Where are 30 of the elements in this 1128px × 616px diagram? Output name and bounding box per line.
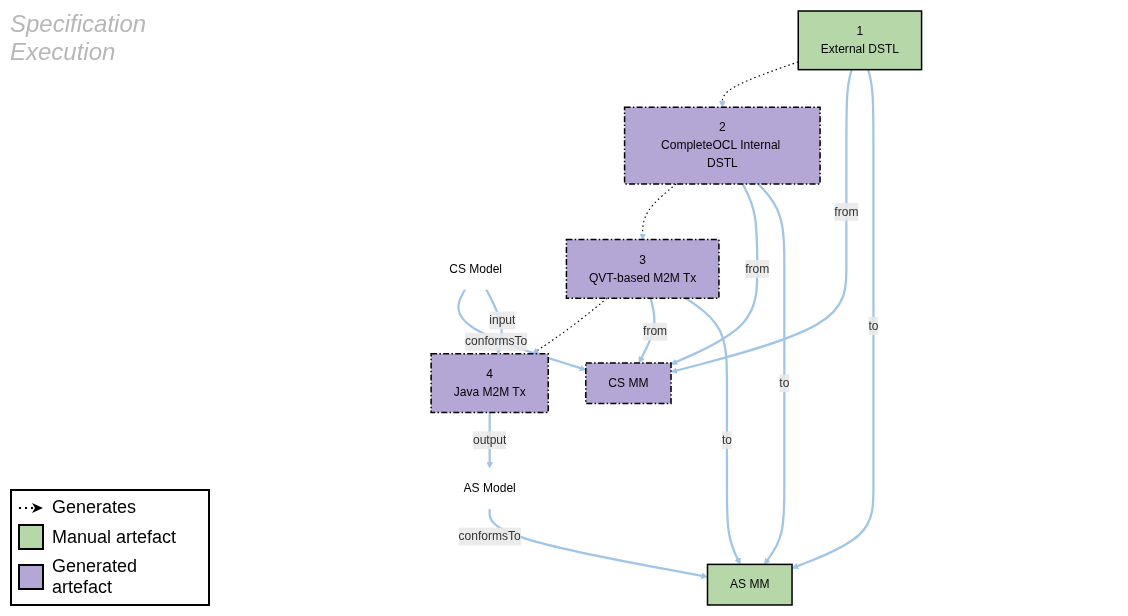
node-box: 2 CompleteOCL Internal DSTL (623, 106, 821, 185)
node-box: AS MM (706, 563, 793, 606)
edge-label: input (489, 313, 516, 327)
arrow (791, 69, 875, 570)
arrow (685, 297, 741, 565)
edge-label: output (472, 433, 507, 447)
arrow (488, 508, 708, 580)
node-box: CS MM (584, 362, 672, 405)
edge-label: to (779, 376, 790, 390)
legend-label: Generated artefact (52, 556, 139, 598)
arrow (670, 69, 853, 374)
node-box: 1 External DSTL (797, 10, 923, 71)
edge-label: conformsTo (458, 529, 521, 543)
arrow (639, 183, 677, 240)
arrow (670, 183, 759, 365)
legend-label: Manual artefact (52, 526, 177, 548)
arrow (757, 183, 786, 565)
node-text: CS Model (449, 262, 502, 275)
edge-label: from (642, 324, 667, 338)
section-heading: Execution (10, 38, 117, 66)
node-box: 3 QVT-based M2M Tx (565, 238, 720, 299)
edge-label: conformsTo (464, 334, 528, 348)
edge-label: from (745, 262, 770, 275)
node-text: AS Model (463, 481, 516, 495)
section-heading: Specification (10, 10, 148, 38)
edge-label: from (834, 205, 859, 218)
edge-label: to (721, 433, 732, 447)
edge-label: to (868, 319, 879, 333)
legend-label: Generates (52, 497, 137, 518)
node-box: 4 Java M2M Tx (430, 353, 549, 414)
